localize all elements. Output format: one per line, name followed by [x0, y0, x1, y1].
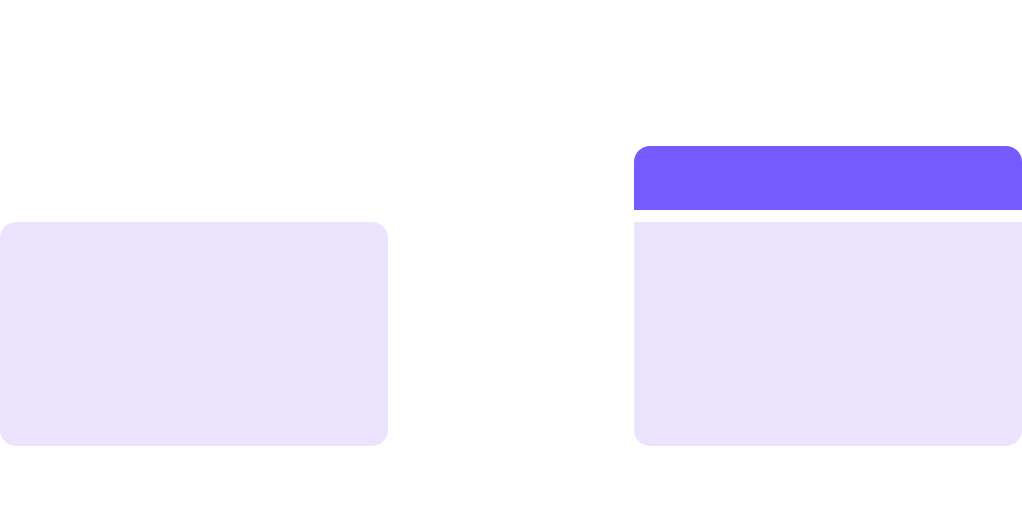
card-with-header — [634, 146, 1022, 446]
plain-card — [0, 222, 388, 446]
card-body — [634, 222, 1022, 446]
card-header-bar — [634, 146, 1022, 210]
